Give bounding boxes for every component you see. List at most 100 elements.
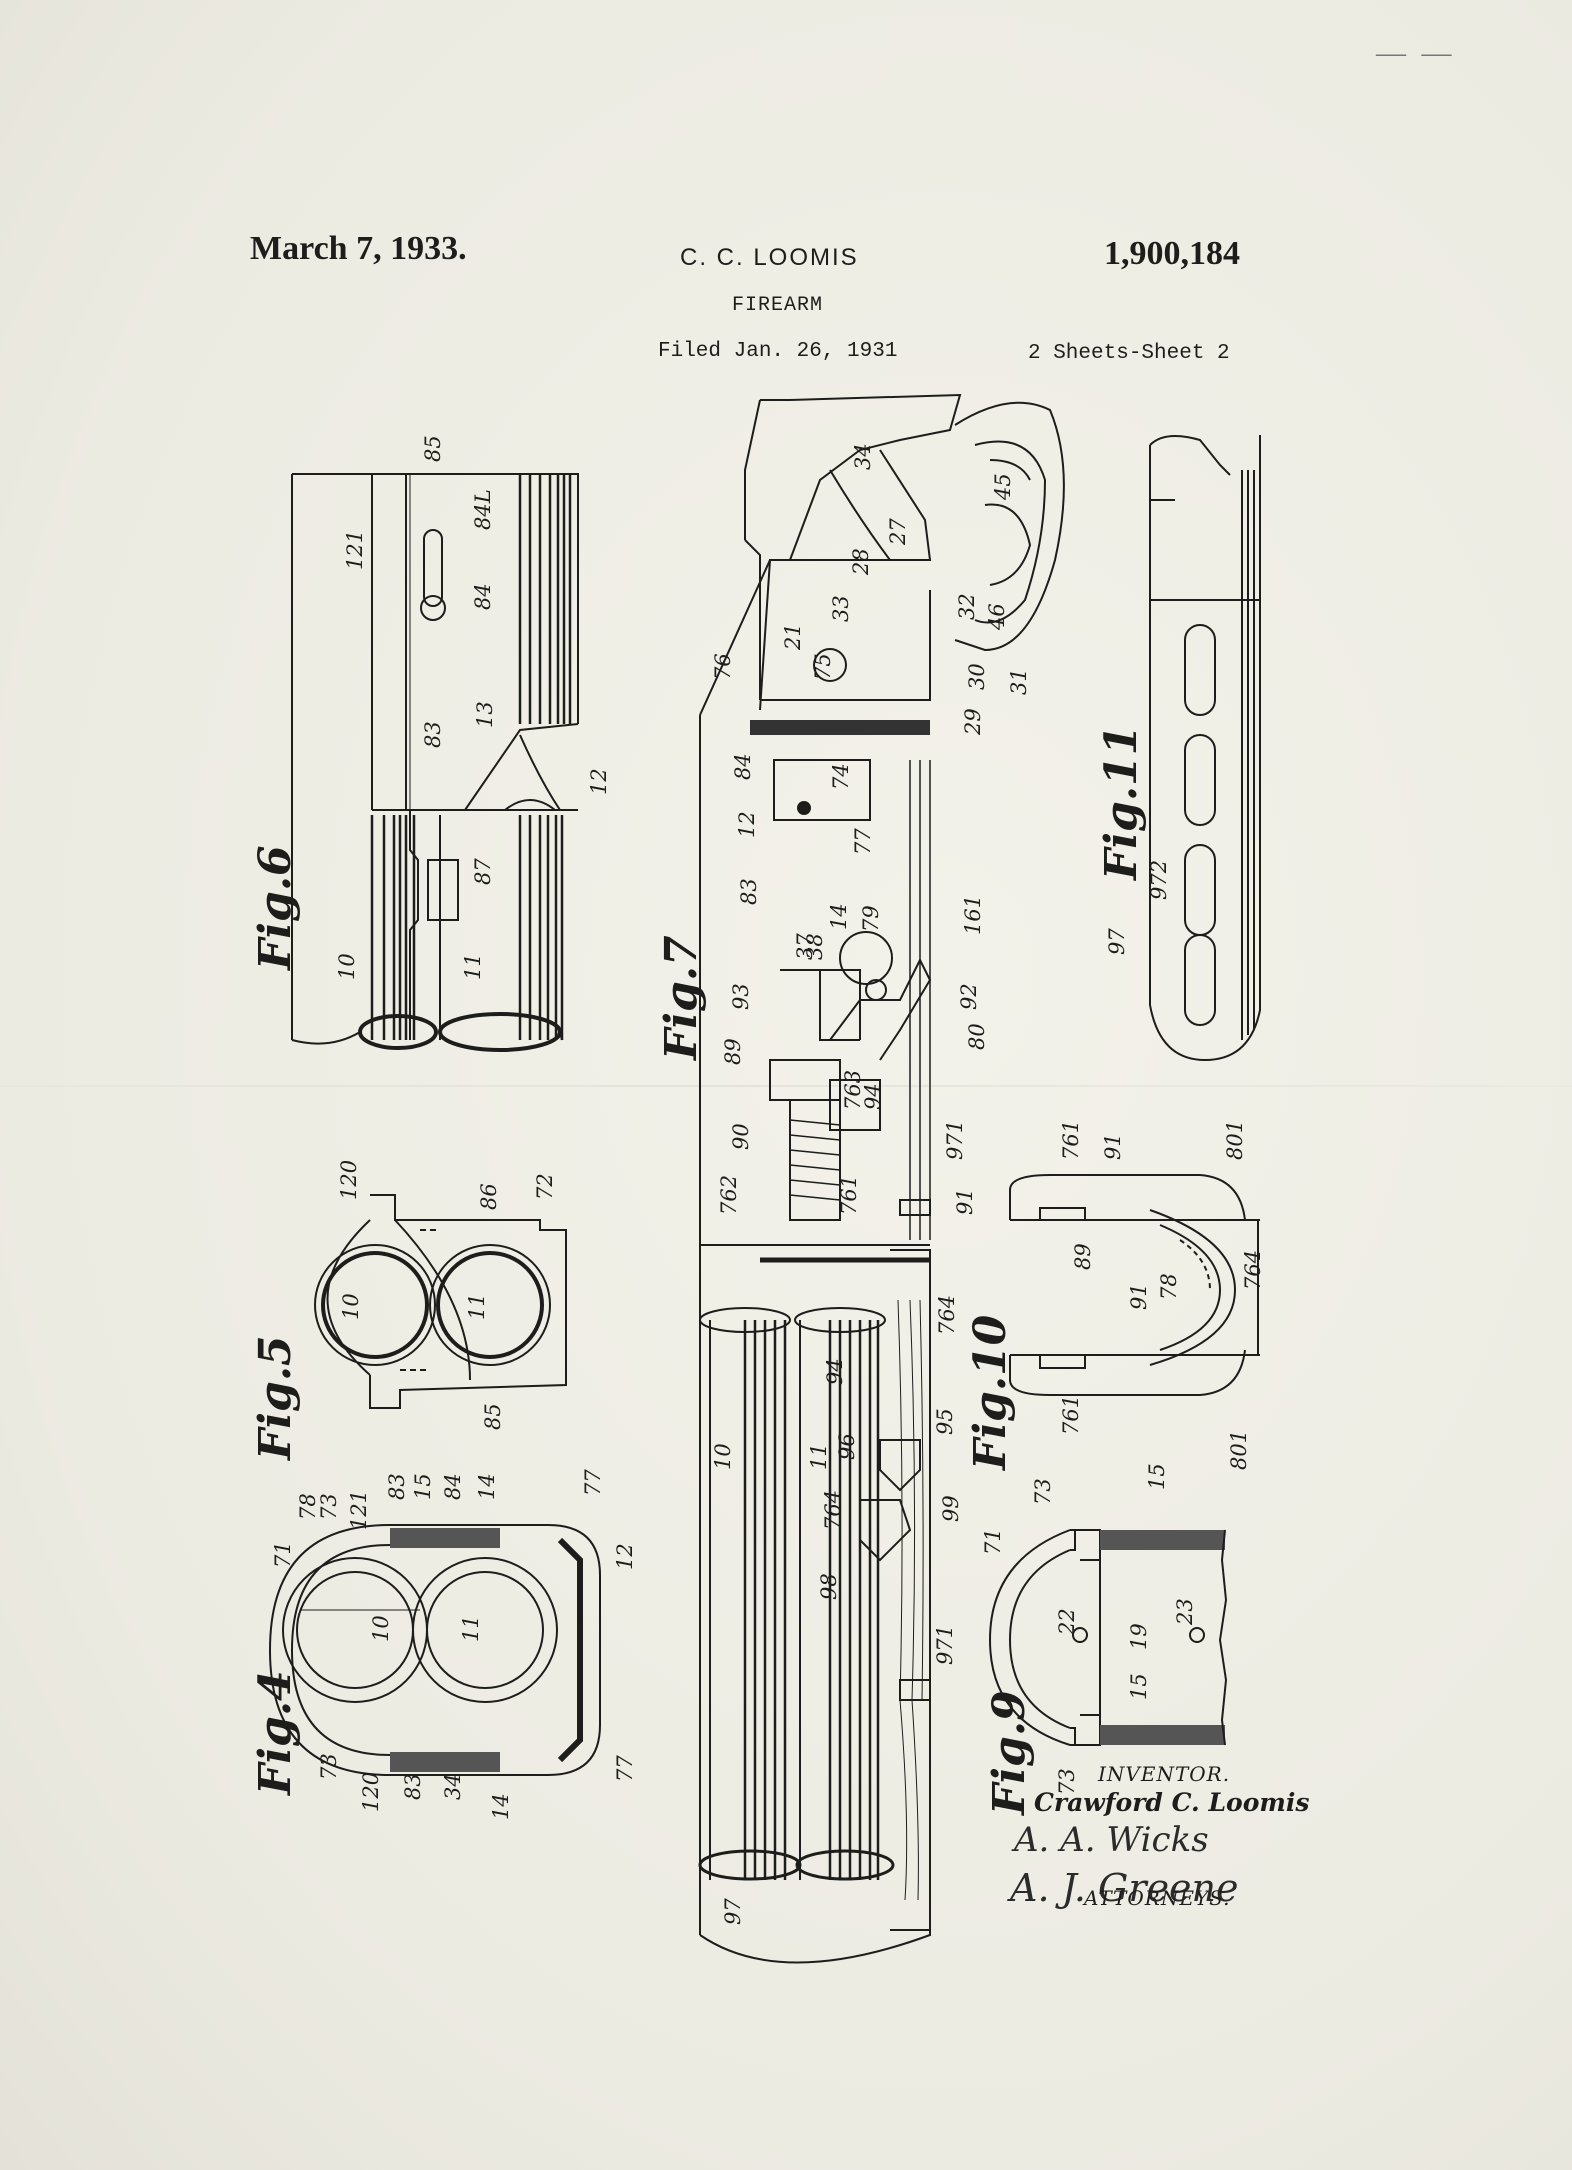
reference-number: 761: [837, 1175, 861, 1215]
reference-number: 10: [335, 953, 359, 980]
reference-number: 161: [961, 895, 985, 935]
reference-number: 11: [807, 1443, 831, 1470]
fold-crease: [0, 1085, 1572, 1087]
reference-number: 34: [851, 443, 875, 470]
inventor-name-header: C. C. LOOMIS: [680, 244, 859, 271]
reference-number: 19: [1127, 1623, 1151, 1650]
reference-number: 12: [613, 1543, 637, 1570]
figure-7-drawing: [698, 393, 1065, 1964]
reference-number: 14: [827, 903, 851, 930]
reference-number: 22: [1055, 1608, 1079, 1636]
reference-number: 73: [1055, 1768, 1079, 1795]
filing-date: Filed Jan. 26, 1931: [658, 340, 898, 363]
reference-number: 45: [991, 473, 1015, 501]
reference-number: 99: [939, 1495, 963, 1522]
reference-number: 32: [955, 593, 979, 620]
reference-number: 75: [811, 653, 835, 680]
attorney-signature-1: A. A. Wicks: [1014, 1820, 1209, 1860]
inventor-label: INVENTOR.: [1098, 1762, 1231, 1786]
reference-number: 33: [829, 595, 853, 622]
reference-number: 97: [1105, 928, 1129, 955]
reference-number: 94: [823, 1358, 847, 1385]
reference-number: 80: [965, 1023, 989, 1050]
reference-number: 12: [587, 768, 611, 795]
figure-11-reference-numbers: 97 972: [1105, 860, 1171, 955]
reference-number: 21: [781, 623, 805, 651]
reference-number: 10: [369, 1615, 393, 1642]
reference-number: 83: [385, 1473, 409, 1500]
reference-number: 31: [1007, 668, 1031, 695]
attorneys-label: ATTORNEYS.: [1084, 1886, 1231, 1910]
reference-number: 46: [985, 603, 1009, 631]
reference-number: 71: [271, 1541, 295, 1568]
reference-number: 73: [1031, 1478, 1055, 1505]
reference-number: 95: [933, 1408, 957, 1435]
figure-10-reference-numbers: 761 91 801 89 91 78 764 761 801: [1059, 1120, 1265, 1470]
reference-number: 120: [337, 1160, 361, 1200]
reference-number: 15: [1145, 1463, 1169, 1490]
reference-number: 93: [729, 983, 753, 1010]
reference-number: 28: [849, 548, 873, 576]
reference-number: 91: [1101, 1133, 1125, 1160]
invention-title: FIREARM: [732, 294, 824, 317]
fig-5-label: Fig.5: [250, 1335, 301, 1462]
reference-number: 763: [841, 1070, 865, 1110]
reference-number: 13: [473, 701, 497, 728]
reference-number: 11: [465, 1293, 489, 1320]
reference-number: 77: [581, 1469, 605, 1496]
figure-7-reference-numbers: 34 27 45 28 33 32 46 30 31 29 76 21 75 8…: [711, 443, 1031, 1925]
reference-number: 71: [981, 1528, 1005, 1555]
reference-number: 89: [721, 1038, 745, 1065]
reference-number: 12: [735, 811, 759, 838]
reference-number: 83: [421, 721, 445, 748]
reference-number: 90: [729, 1123, 753, 1150]
reference-number: 764: [1241, 1250, 1265, 1290]
reference-number: 86: [477, 1183, 501, 1210]
reference-number: 10: [339, 1293, 363, 1320]
reference-number: 37: [793, 933, 817, 960]
reference-number: 29: [961, 708, 985, 736]
reference-number: 121: [347, 1490, 371, 1530]
reference-number: 761: [1059, 1395, 1083, 1435]
reference-number: 23: [1173, 1598, 1197, 1626]
fig-7-label: Fig.7: [656, 935, 707, 1062]
reference-number: 801: [1223, 1120, 1247, 1160]
reference-number: 971: [943, 1120, 967, 1160]
figure-5-reference-numbers: 120 86 72 10 11 85: [337, 1160, 557, 1430]
reference-number: 764: [821, 1490, 845, 1530]
reference-number: 84: [441, 1473, 465, 1500]
reference-number: 92: [957, 983, 981, 1010]
reference-number: 27: [886, 518, 910, 546]
attorney-signature-2: A. J. Greene: [1010, 1866, 1239, 1910]
reference-number: 77: [851, 828, 875, 855]
reference-number: 38: [803, 933, 827, 960]
reference-number: 78: [1157, 1273, 1181, 1300]
reference-number: 73: [317, 1753, 341, 1780]
figure-4-reference-numbers: 71 78 73 121 83 15 84 14 77 12 10 11 73 …: [271, 1469, 637, 1820]
reference-number: 87: [471, 858, 495, 885]
fig-9-label: Fig.9: [984, 1690, 1035, 1817]
figure-9-drawing: [988, 1529, 1228, 1746]
figure-4-drawing: [268, 1524, 601, 1776]
reference-number: 84L: [471, 489, 495, 530]
reference-number: 761: [1059, 1120, 1083, 1160]
reference-number: 120: [359, 1772, 383, 1812]
reference-number: 74: [829, 763, 853, 790]
reference-number: 73: [317, 1493, 341, 1520]
inventor-name: Crawford C. Loomis: [1034, 1788, 1310, 1817]
patent-number: 1,900,184: [1104, 235, 1240, 272]
reference-number: 72: [533, 1173, 557, 1200]
reference-number: 764: [935, 1295, 959, 1335]
reference-number: 77: [613, 1755, 637, 1782]
fig-10-label: Fig.10: [965, 1314, 1016, 1472]
reference-number: 11: [459, 1615, 483, 1642]
figure-11-drawing: [1149, 435, 1261, 1062]
reference-number: 85: [481, 1403, 505, 1430]
reference-number: 83: [401, 1773, 425, 1800]
reference-number: 91: [953, 1188, 977, 1215]
corner-mark: — —: [1376, 36, 1456, 69]
reference-number: 96: [835, 1433, 859, 1460]
reference-number: 121: [343, 530, 367, 570]
figure-5-drawing: [314, 1194, 567, 1409]
